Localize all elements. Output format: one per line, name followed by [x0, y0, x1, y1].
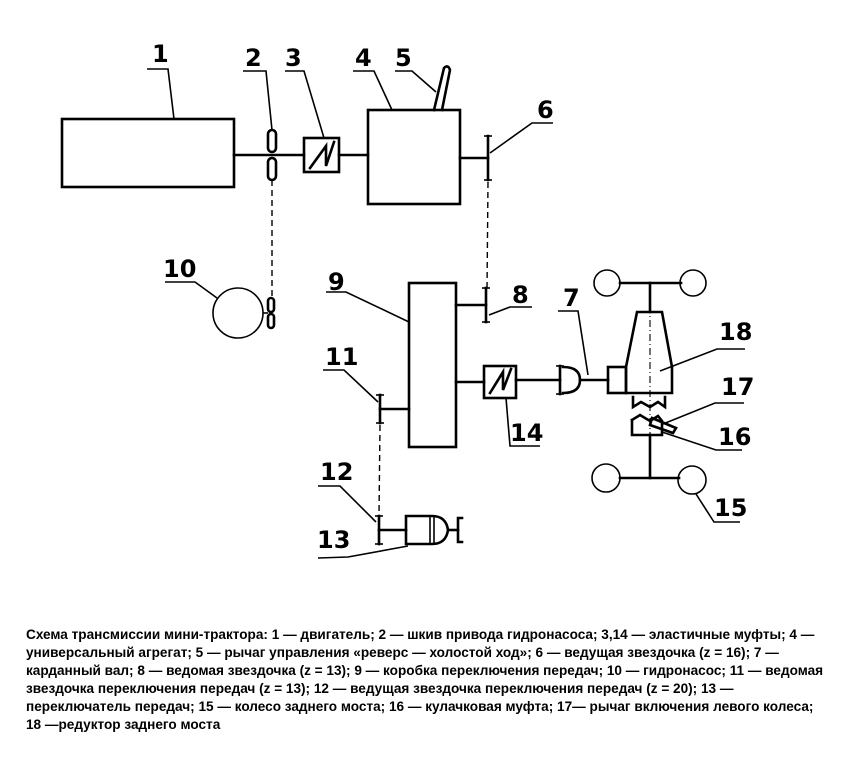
label-4: 4 — [353, 44, 393, 111]
label-12: 12 — [318, 458, 377, 523]
svg-text:9: 9 — [328, 268, 345, 296]
svg-text:15: 15 — [714, 494, 747, 522]
svg-text:13: 13 — [317, 526, 350, 554]
svg-text:5: 5 — [395, 44, 412, 72]
svg-text:11: 11 — [325, 343, 358, 371]
label-11: 11 — [323, 343, 379, 403]
gear-selector-icon — [404, 514, 464, 546]
label-9: 9 — [326, 268, 410, 323]
label-18: 18 — [659, 318, 752, 372]
svg-text:1: 1 — [152, 40, 169, 68]
cardan-joint-icon — [556, 364, 610, 396]
figure-caption: Схема трансмиссии мини-трактора: 1 — дви… — [26, 627, 824, 732]
label-7: 7 — [558, 284, 589, 376]
universal-unit-block — [366, 108, 462, 206]
rear-axle-reducer-icon — [606, 306, 674, 475]
engine-block — [60, 117, 236, 189]
label-13: 13 — [317, 526, 409, 559]
dog-clutch-icon — [630, 395, 667, 437]
svg-text:12: 12 — [320, 458, 353, 486]
svg-text:10: 10 — [163, 255, 196, 283]
label-17: 17 — [662, 373, 754, 425]
elastic-coupling-14-icon — [482, 364, 518, 400]
label-3: 3 — [285, 44, 325, 139]
label-15: 15 — [695, 493, 747, 523]
label-5: 5 — [395, 44, 437, 93]
wheel-upper-right-icon — [679, 269, 707, 297]
svg-text:2: 2 — [245, 44, 262, 72]
svg-text:4: 4 — [355, 44, 372, 72]
label-6: 6 — [489, 96, 554, 154]
transmission-diagram: 1 2 3 4 5 — [60, 40, 754, 559]
wheel-upper-left-icon — [593, 269, 621, 297]
reverse-lever-icon — [432, 65, 452, 112]
svg-text:7: 7 — [563, 284, 580, 312]
label-10: 10 — [163, 255, 218, 299]
elastic-coupling-3-icon — [302, 136, 341, 174]
label-1: 1 — [147, 40, 175, 120]
svg-text:18: 18 — [719, 318, 752, 346]
upper-axle — [618, 281, 683, 314]
wheel-lower-left-icon — [591, 463, 621, 493]
label-16: 16 — [661, 423, 751, 451]
svg-text:14: 14 — [510, 419, 543, 447]
driving-sprocket-icon — [484, 134, 492, 291]
hydraulic-pump-icon — [212, 287, 276, 339]
label-14: 14 — [505, 397, 543, 447]
driven-sprocket-11-icon — [376, 393, 384, 516]
wheel-lower-right-icon — [677, 465, 707, 495]
wheel-engage-lever-icon — [648, 416, 678, 435]
svg-text:17: 17 — [721, 373, 754, 401]
svg-text:3: 3 — [285, 44, 302, 72]
svg-text:16: 16 — [718, 423, 751, 451]
svg-text:6: 6 — [537, 96, 554, 124]
lower-axle — [618, 433, 681, 480]
svg-text:8: 8 — [512, 281, 529, 309]
label-8: 8 — [488, 281, 532, 316]
label-2: 2 — [243, 44, 273, 131]
driven-sprocket-8-icon — [482, 286, 490, 324]
gearbox-block — [407, 281, 458, 449]
